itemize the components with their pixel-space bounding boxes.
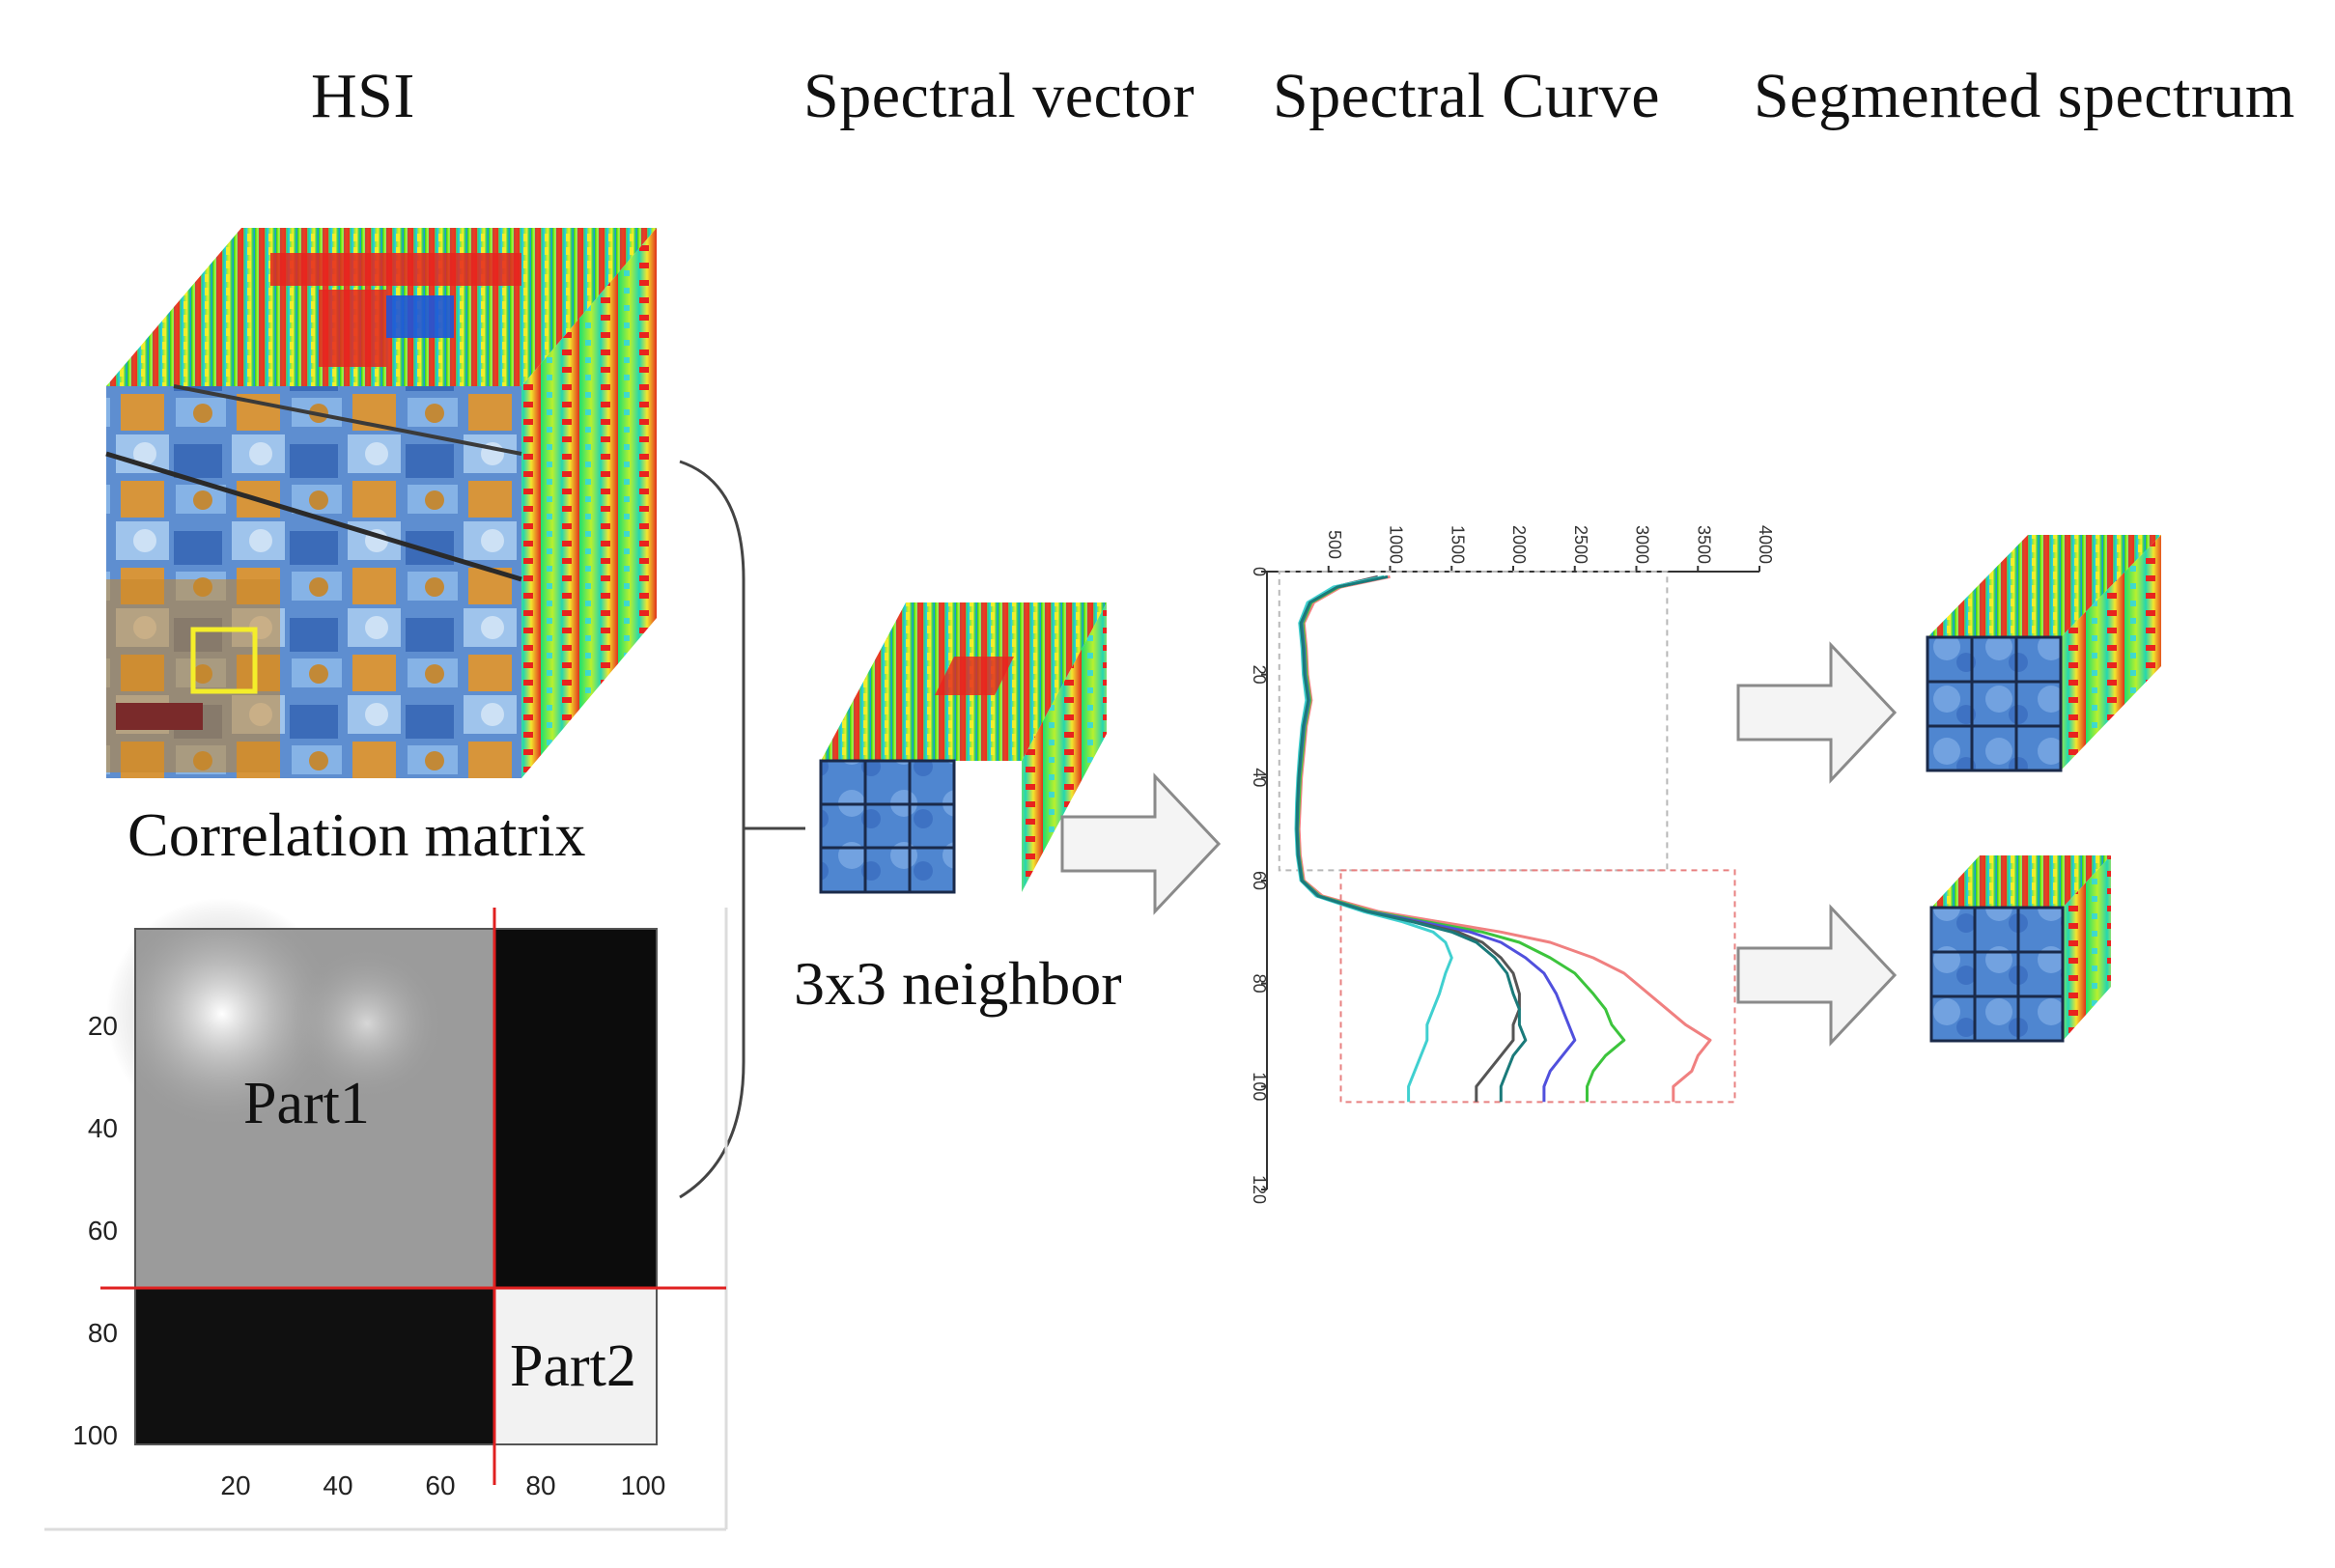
segment2-cube-top — [1931, 855, 2111, 908]
value-tick-1500: 1500 — [1448, 525, 1467, 564]
chart-axes — [1261, 566, 1760, 1190]
arrow-to-segment-1 — [1736, 641, 1898, 784]
spectral-line-4 — [1295, 574, 1521, 1103]
x-tick-80: 80 — [525, 1470, 555, 1500]
value-tick-1000: 1000 — [1387, 525, 1406, 564]
segmented-spectrum-title: Segmented spectrum — [1754, 61, 2295, 131]
segment2-cube-front — [1931, 908, 2063, 1041]
segment1-cube-top — [1927, 535, 2161, 637]
neighbor-top-red-patch — [935, 657, 1014, 695]
spectral-line-3 — [1295, 574, 1577, 1103]
value-tick-4000: 4000 — [1756, 525, 1775, 564]
x-tick-40: 40 — [323, 1470, 352, 1500]
part2-label: Part2 — [510, 1333, 636, 1399]
heatmap-bottom-left-block — [135, 1288, 494, 1444]
value-tick-500: 500 — [1325, 530, 1344, 559]
band-tick-20: 20 — [1250, 665, 1269, 685]
band-tick-100: 100 — [1250, 1072, 1269, 1101]
segment-boxes — [1278, 571, 1736, 1104]
hsi-selection-box — [190, 627, 258, 694]
value-tick-2500: 2500 — [1571, 525, 1590, 564]
arrow-to-segment-2 — [1736, 904, 1898, 1047]
segmented-cube-2 — [1929, 855, 2111, 1043]
spectral-line-1 — [1297, 574, 1712, 1103]
band-tick-120: 120 — [1250, 1175, 1269, 1204]
hsi-cube — [105, 228, 657, 778]
hsi-title: HSI — [311, 61, 415, 131]
part1-label: Part1 — [243, 1071, 370, 1136]
y-tick-20: 20 — [88, 1011, 118, 1041]
y-tick-40: 40 — [88, 1113, 118, 1143]
correlation-matrix-figure: 20 40 60 80 100 20 40 60 80 100 — [44, 898, 728, 1531]
neighbor-label: 3x3 neighbor — [794, 949, 1122, 1018]
value-tick-2000: 2000 — [1509, 525, 1529, 564]
hsi-road-1 — [105, 451, 522, 582]
hsi-dark-field — [116, 703, 203, 730]
heatmap-bright-spot-2 — [290, 946, 444, 1101]
y-tick-100: 100 — [72, 1420, 118, 1450]
chart-tick-labels: 0 20 40 60 80 100 120 500 1000 1500 2000… — [1250, 525, 1775, 1204]
segment2-cube-side — [2063, 855, 2111, 1041]
neighbor-cube — [819, 602, 1107, 894]
x-tick-100: 100 — [621, 1470, 666, 1500]
segment-box-2 — [1339, 869, 1736, 1104]
neighbor-cube-side — [1022, 602, 1107, 892]
spectral-lines — [1294, 574, 1712, 1103]
y-tick-80: 80 — [88, 1318, 118, 1348]
segment1-cube-front — [1927, 637, 2061, 770]
value-tick-3000: 3000 — [1633, 525, 1652, 564]
segment2-grid — [1929, 906, 2065, 1043]
value-tick-3500: 3500 — [1694, 525, 1713, 564]
heatmap-part2-block — [494, 1288, 657, 1444]
arrow-to-spectral-curve — [1060, 772, 1222, 915]
spectral-line-5 — [1294, 574, 1453, 1103]
heatmap-bright-spot-1 — [106, 898, 338, 1130]
band-tick-60: 60 — [1250, 871, 1269, 890]
x-tick-20: 20 — [220, 1470, 250, 1500]
spectral-curve-title: Spectral Curve — [1273, 61, 1661, 131]
y-tick-60: 60 — [88, 1216, 118, 1246]
segment1-cube-side — [2061, 535, 2161, 770]
heatmap-border — [134, 928, 658, 1445]
spectral-line-2 — [1296, 574, 1626, 1103]
hsi-top-blue-patch — [386, 295, 454, 338]
correlation-matrix-label: Correlation matrix — [127, 800, 586, 869]
matrix-x-ticks: 20 40 60 80 100 — [220, 1470, 665, 1500]
x-tick-60: 60 — [425, 1470, 455, 1500]
hsi-road-2 — [173, 384, 522, 456]
segment-box-1 — [1278, 571, 1669, 872]
spectral-line-6 — [1295, 574, 1528, 1103]
bracket-connector — [679, 460, 746, 1199]
hsi-cube-side-face — [521, 228, 657, 778]
neighbor-grid — [819, 759, 956, 894]
heatmap-top-right-block — [494, 929, 657, 1288]
band-tick-40: 40 — [1250, 768, 1269, 787]
band-tick-0: 0 — [1250, 567, 1269, 576]
segment1-grid — [1926, 635, 2063, 772]
hsi-top-red-column — [319, 290, 386, 367]
segmented-cube-1 — [1926, 535, 2161, 772]
band-tick-80: 80 — [1250, 974, 1269, 994]
matrix-y-ticks: 20 40 60 80 100 — [72, 1011, 118, 1450]
hsi-top-red-band — [270, 253, 521, 286]
spectral-vector-title: Spectral vector — [803, 61, 1196, 131]
spectral-curve-chart: 0 20 40 60 80 100 120 500 1000 1500 2000… — [1250, 525, 1775, 1204]
neighbor-cube-front — [821, 761, 954, 892]
